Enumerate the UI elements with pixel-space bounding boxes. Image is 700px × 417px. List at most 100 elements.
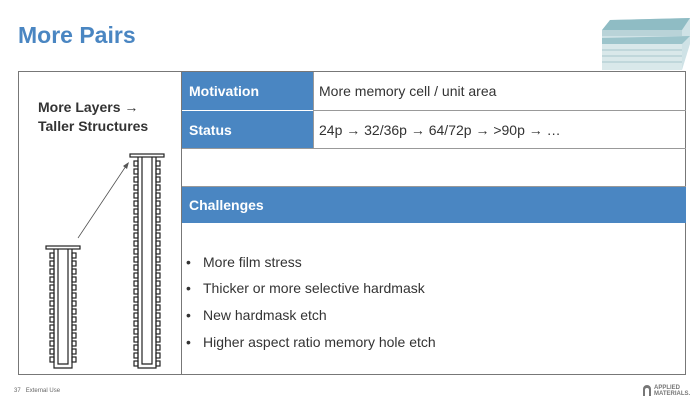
short-structure-cell: [49, 340, 55, 347]
tall-structure-cell: [155, 304, 161, 311]
short-structure-cell: [71, 292, 77, 299]
tall-structure-cell: [155, 280, 161, 287]
tall-structure-cell: [133, 272, 139, 279]
tall-structure-inner: [141, 157, 153, 365]
left-heading: More Layers → Taller Structures: [38, 98, 148, 136]
tall-structure-cell: [133, 320, 139, 327]
short-structure-cell: [71, 252, 77, 259]
tall-structure-cell: [155, 200, 161, 207]
short-structure-cell: [71, 348, 77, 355]
page-title: More Pairs: [18, 22, 136, 48]
tall-structure-cell: [155, 184, 161, 191]
challenges-top-line: [182, 186, 686, 187]
tall-structure-cell: [155, 240, 161, 247]
challenge-item: •New hardmask etch: [186, 307, 327, 323]
tall-structure-cell: [133, 192, 139, 199]
row-label-status: Status: [182, 111, 313, 148]
short-structure-outer: [53, 249, 73, 369]
tall-structure-cell: [133, 352, 139, 359]
short-structure-cell: [49, 252, 55, 259]
challenge-item: •Higher aspect ratio memory hole etch: [186, 334, 436, 350]
tall-structure-cell: [155, 232, 161, 239]
tall-structure-cell: [155, 176, 161, 183]
left-heading-line2: Taller Structures: [38, 118, 149, 134]
short-structure-cell: [71, 324, 77, 331]
short-structure-cap: [45, 245, 81, 250]
tall-structure-cell: [155, 352, 161, 359]
content-frame: [18, 71, 686, 375]
short-structure-cell: [71, 284, 77, 291]
tall-structure-cell: [155, 168, 161, 175]
short-structure-cell: [71, 300, 77, 307]
footer: 37 External Use: [14, 388, 60, 394]
layer-stack-image: [602, 18, 690, 70]
short-structure-cell: [49, 276, 55, 283]
tall-structure-cell: [133, 240, 139, 247]
tall-structure-cell: [155, 160, 161, 167]
short-structure-cell: [49, 268, 55, 275]
tall-structure-cell: [155, 224, 161, 231]
tall-structure-cell: [133, 256, 139, 263]
tall-structure-cell: [133, 224, 139, 231]
tall-structure-cell: [133, 336, 139, 343]
row-value-motivation: More memory cell / unit area: [319, 83, 497, 99]
short-structure-cell: [49, 300, 55, 307]
tall-structure-cell: [155, 312, 161, 319]
short-structure-cell: [49, 332, 55, 339]
tall-structure-outer: [137, 157, 157, 369]
short-structure-cell: [49, 308, 55, 315]
tall-structure-cell: [155, 208, 161, 215]
challenges-header: Challenges: [182, 187, 686, 223]
row-value-status: 24p → 32/36p → 64/72p → >90p → …: [319, 121, 561, 138]
tall-structure-cell: [155, 288, 161, 295]
short-structure-cell: [49, 292, 55, 299]
logo-icon: [643, 385, 651, 396]
tall-structure-cell: [133, 288, 139, 295]
growth-arrow: [77, 165, 127, 239]
table-bottom-line: [182, 148, 686, 149]
challenge-item: •Thicker or more selective hardmask: [186, 280, 425, 296]
tall-structure-cell: [133, 248, 139, 255]
tall-structure-cell: [133, 216, 139, 223]
tall-structure-cell: [155, 336, 161, 343]
tall-structure-cell: [133, 232, 139, 239]
tall-structure-cell: [155, 296, 161, 303]
short-structure-cell: [49, 356, 55, 363]
left-heading-line1: More Layers →: [38, 99, 139, 115]
tall-structure-cell: [155, 272, 161, 279]
short-structure-cell: [71, 332, 77, 339]
short-structure-cell: [49, 260, 55, 267]
arrow-head: [123, 162, 129, 169]
short-structure-cell: [49, 284, 55, 291]
tall-structure-cell: [133, 264, 139, 271]
tall-structure-cell: [155, 264, 161, 271]
tall-structure-cell: [133, 184, 139, 191]
tall-structure-cell: [133, 200, 139, 207]
tall-structure-cell: [133, 360, 139, 367]
short-structure-cell: [71, 260, 77, 267]
tall-structure-cell: [133, 344, 139, 351]
tall-structure-cell: [155, 344, 161, 351]
short-structure-cell: [71, 308, 77, 315]
tall-structure-cell: [155, 328, 161, 335]
short-structure-cell: [71, 340, 77, 347]
challenge-item: •More film stress: [186, 254, 302, 270]
tall-structure-cell: [155, 320, 161, 327]
tall-structure-cell: [155, 192, 161, 199]
row-label-motivation: Motivation: [182, 72, 313, 110]
short-structure-cell: [71, 356, 77, 363]
tall-structure-cell: [133, 296, 139, 303]
column-divider: [181, 71, 182, 375]
short-structure-cell: [71, 316, 77, 323]
short-structure-cell: [49, 324, 55, 331]
row-divider: [313, 110, 686, 111]
tall-structure-cell: [155, 216, 161, 223]
short-structure-cell: [49, 348, 55, 355]
classification-label: External Use: [25, 388, 61, 394]
tall-structure-cell: [133, 304, 139, 311]
page-number: 37: [14, 388, 21, 394]
short-structure-cell: [49, 316, 55, 323]
tall-structure-cell: [155, 248, 161, 255]
table-column-line: [313, 72, 314, 148]
